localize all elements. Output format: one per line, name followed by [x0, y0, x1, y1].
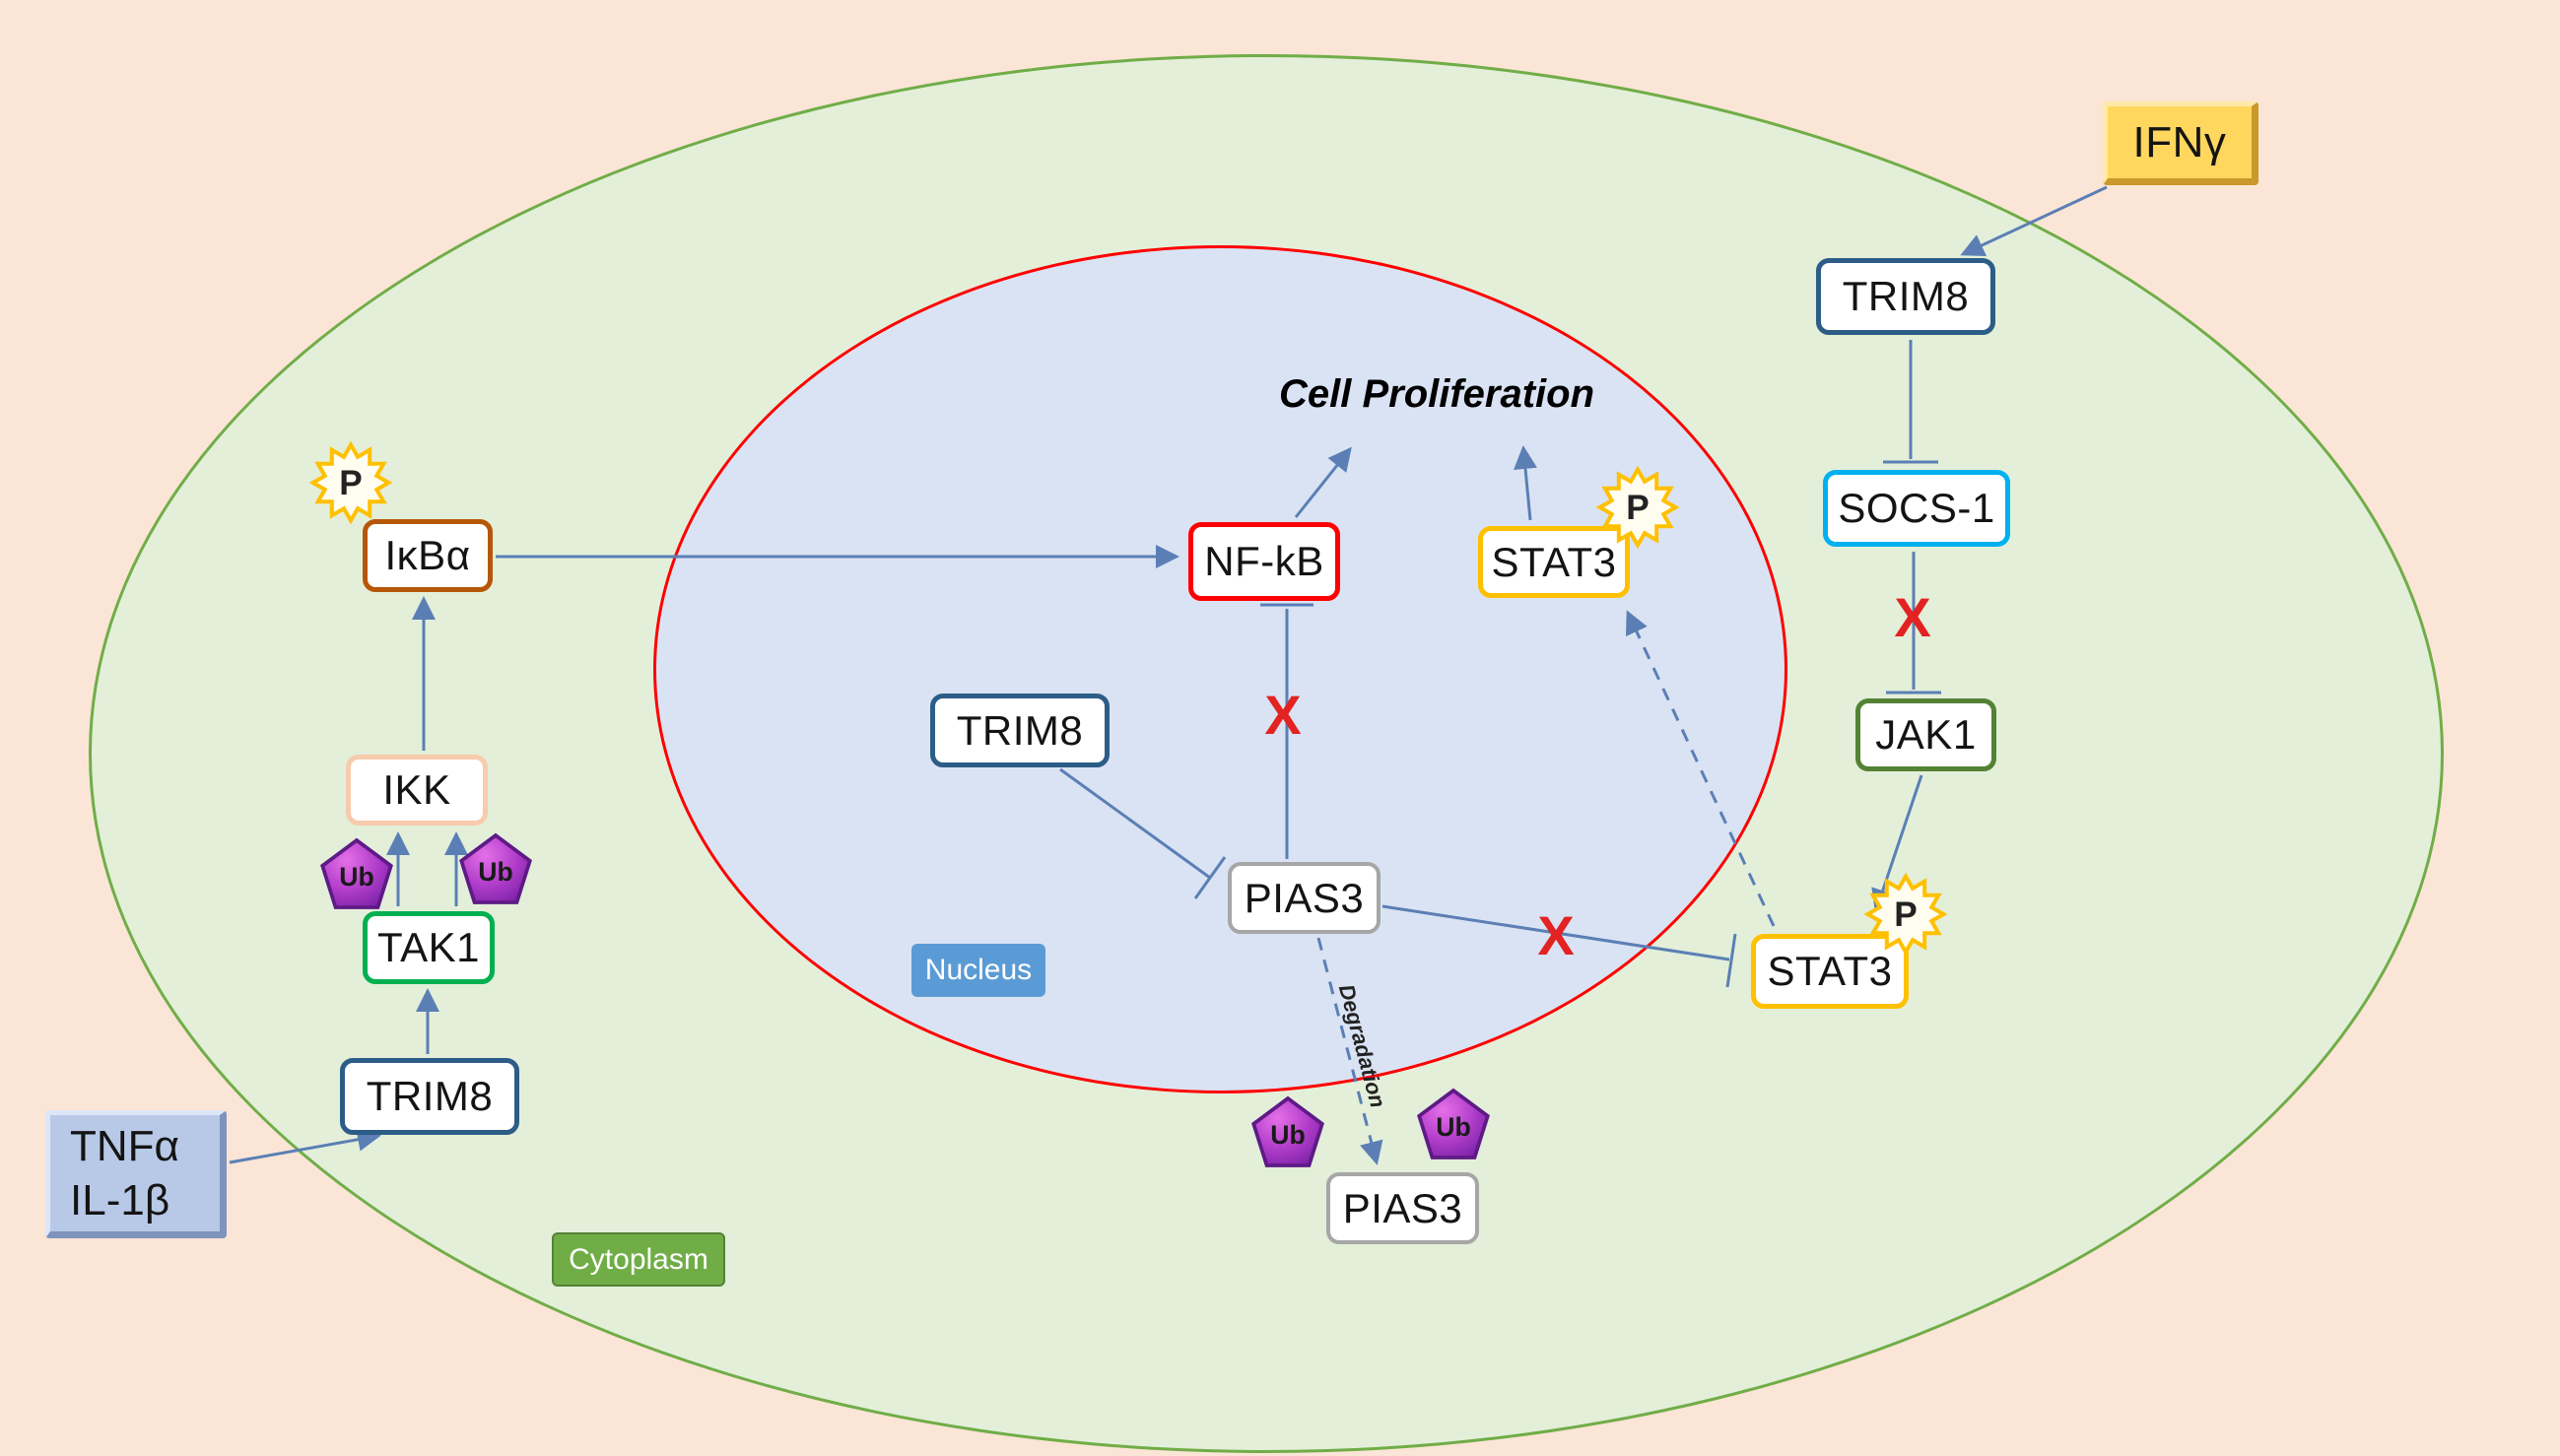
ubiquitin-letters: Ub — [478, 857, 513, 887]
node-stat3-cytoplasm: STAT3 — [1751, 934, 1909, 1009]
node-tnfa-il1b: TNFα IL-1β — [45, 1110, 227, 1238]
pentagon-shape — [320, 837, 393, 909]
node-trim8-nucleus: TRIM8 — [930, 694, 1110, 767]
node-trim8-tnf-pathway: TRIM8 — [340, 1058, 519, 1135]
node-trim8-ifng-pathway: TRIM8 — [1816, 258, 1995, 335]
node-label: IKK — [382, 766, 451, 813]
phospho-badge-stat3-nucleus: P — [1595, 465, 1680, 550]
node-label: SOCS-1 — [1838, 485, 1995, 531]
pentagon-shape — [459, 832, 532, 904]
label-cell-proliferation: Cell Proliferation — [1278, 372, 1595, 416]
node-label: STAT3 — [1491, 538, 1617, 585]
ubiquitin-badge-pias3-right: Ub — [1417, 1088, 1490, 1159]
node-pias3-degraded: PIAS3 — [1326, 1172, 1479, 1244]
node-label: IκBα — [384, 532, 471, 578]
phospho-letter: P — [1626, 489, 1649, 527]
blocked-x-pias3-stat3: X — [1537, 904, 1575, 966]
phospho-letter: P — [339, 464, 362, 502]
star-shape — [1595, 465, 1680, 550]
ubiquitin-badge-pias3-left: Ub — [1251, 1095, 1324, 1167]
node-label: PIAS3 — [1342, 1184, 1463, 1231]
node-pias3-nucleus: PIAS3 — [1228, 862, 1381, 934]
badge-cytoplasm: Cytoplasm — [552, 1232, 725, 1287]
pentagon-shape — [1417, 1088, 1490, 1159]
ubiquitin-letters: Ub — [339, 862, 374, 892]
node-label: STAT3 — [1767, 948, 1893, 994]
node-stat3-nucleus: STAT3 — [1478, 526, 1630, 598]
star-shape — [308, 440, 393, 525]
node-label: JAK1 — [1875, 711, 1977, 758]
node-ifng: IFNγ — [2103, 101, 2258, 185]
phospho-badge-ikba: P — [308, 440, 393, 525]
node-socs1: SOCS-1 — [1823, 470, 2010, 547]
node-nfkb: NF-kB — [1188, 522, 1340, 601]
ubiquitin-letters: Ub — [1270, 1120, 1306, 1150]
node-label-tnfa: TNFα — [70, 1122, 179, 1170]
node-label: PIAS3 — [1244, 874, 1365, 921]
node-label: TRIM8 — [956, 706, 1084, 754]
node-label: TAK1 — [377, 924, 480, 970]
phospho-badge-stat3-cytoplasm: P — [1863, 872, 1948, 957]
ubiquitin-badge-tak1-left: Ub — [320, 837, 393, 909]
node-label: TRIM8 — [366, 1073, 494, 1119]
phospho-letter: P — [1894, 895, 1917, 934]
blocked-x-pias3-nfkb: X — [1264, 684, 1302, 746]
ubiquitin-badge-tak1-right: Ub — [459, 832, 532, 904]
node-ikba: IκBα — [363, 519, 493, 592]
badge-nucleus: Nucleus — [911, 944, 1045, 997]
node-jak1: JAK1 — [1855, 698, 1996, 771]
node-label: NF-kB — [1204, 538, 1324, 584]
node-label: IFNγ — [2132, 117, 2227, 166]
node-label: TRIM8 — [1842, 273, 1970, 319]
node-label-il1b: IL-1β — [70, 1176, 170, 1224]
pentagon-shape — [1251, 1095, 1324, 1167]
node-ikk: IKK — [346, 755, 488, 826]
ubiquitin-letters: Ub — [1436, 1112, 1471, 1142]
blocked-x-socs1-jak1: X — [1894, 586, 1931, 648]
node-tak1: TAK1 — [363, 911, 495, 984]
